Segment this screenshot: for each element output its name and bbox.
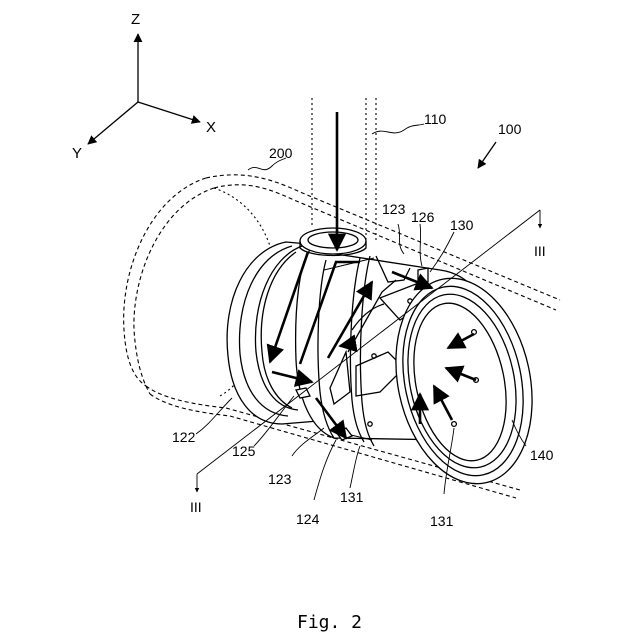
label-122: 122 <box>172 429 196 445</box>
label-200: 200 <box>269 145 293 161</box>
y-axis-label: Y <box>72 145 82 162</box>
label-140: 140 <box>530 447 554 463</box>
inlet-pipe-110 <box>312 98 376 240</box>
axis-triad: Z X Y <box>72 11 216 162</box>
figure-caption: Fig. 2 <box>297 612 362 633</box>
label-100: 100 <box>498 121 522 137</box>
label-126: 126 <box>411 209 435 225</box>
label-110: 110 <box>424 111 447 127</box>
label-123-top: 123 <box>382 201 406 217</box>
label-III-top: III <box>534 243 546 259</box>
label-130: 130 <box>450 217 474 233</box>
label-III-bottom: III <box>190 499 202 515</box>
label-131-right: 131 <box>430 513 454 529</box>
label-123-bottom: 123 <box>268 471 292 487</box>
label-100-arrow <box>478 142 496 168</box>
label-124: 124 <box>296 511 320 527</box>
z-axis-label: Z <box>131 11 140 28</box>
label-131-left: 131 <box>340 489 364 505</box>
x-axis-arrow <box>138 102 200 122</box>
x-axis-label: X <box>206 119 216 136</box>
y-axis-arrow <box>88 102 138 144</box>
label-125: 125 <box>232 443 256 459</box>
